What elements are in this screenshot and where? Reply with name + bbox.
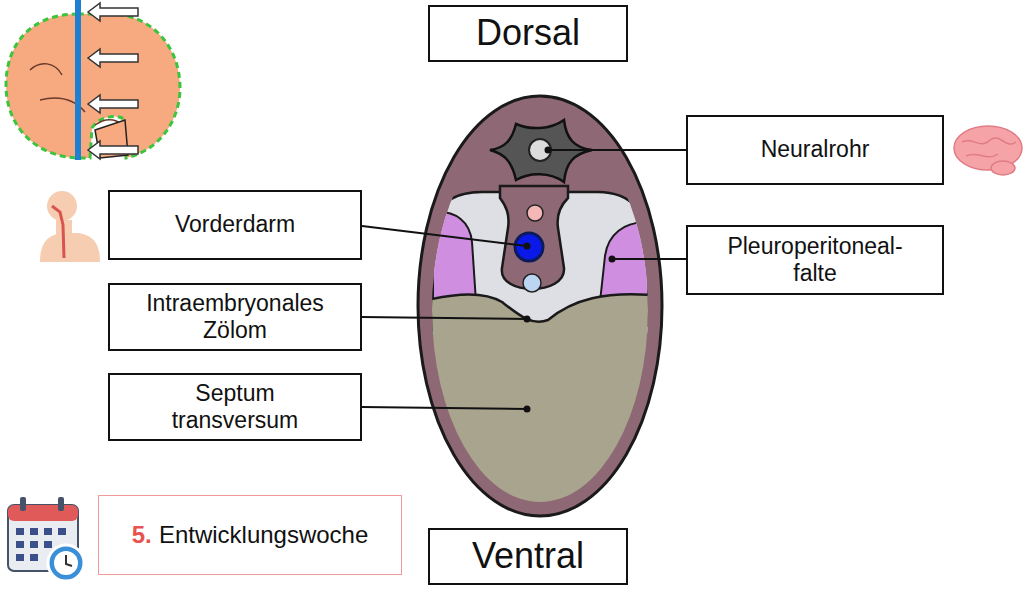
embryo-overview — [6, 0, 180, 160]
orientation-box: Ventral — [428, 528, 628, 585]
embryo-body — [6, 14, 180, 158]
aorta-circle — [527, 205, 543, 221]
neural-canal — [529, 139, 551, 161]
week-number: 5. — [132, 521, 152, 549]
section-arrows — [88, 3, 138, 159]
label-box: Neuralrohr — [686, 115, 944, 185]
brain-icon — [954, 126, 1022, 175]
label-text: Entwicklungswoche — [159, 521, 368, 549]
week-box: 5.Entwicklungswoche — [98, 495, 402, 575]
label-box: Pleuroperitoneal- falte — [686, 225, 944, 295]
person-icon — [40, 191, 100, 262]
label-text: Intraembryonales Zölom — [132, 290, 338, 344]
label-box: Vorderdarm — [108, 190, 362, 260]
label-text: Vorderdarm — [175, 211, 295, 238]
label-text: Neuralrohr — [761, 136, 870, 163]
label-box: Septum transversum — [108, 373, 362, 441]
label-text: Ventral — [472, 535, 584, 577]
label-text: Dorsal — [476, 12, 580, 54]
label-text: Pleuroperitoneal- falte — [710, 233, 920, 287]
septum-shape — [420, 294, 662, 530]
vessel-circle — [523, 274, 541, 292]
label-box: Intraembryonales Zölom — [108, 283, 362, 351]
label-text: Septum transversum — [132, 380, 338, 434]
orientation-box: Dorsal — [428, 5, 628, 62]
cross-section — [418, 96, 662, 530]
leader-lines — [362, 148, 686, 412]
section-plane — [75, 0, 81, 160]
calendar-icon — [8, 497, 84, 581]
foregut-circle — [515, 233, 543, 261]
